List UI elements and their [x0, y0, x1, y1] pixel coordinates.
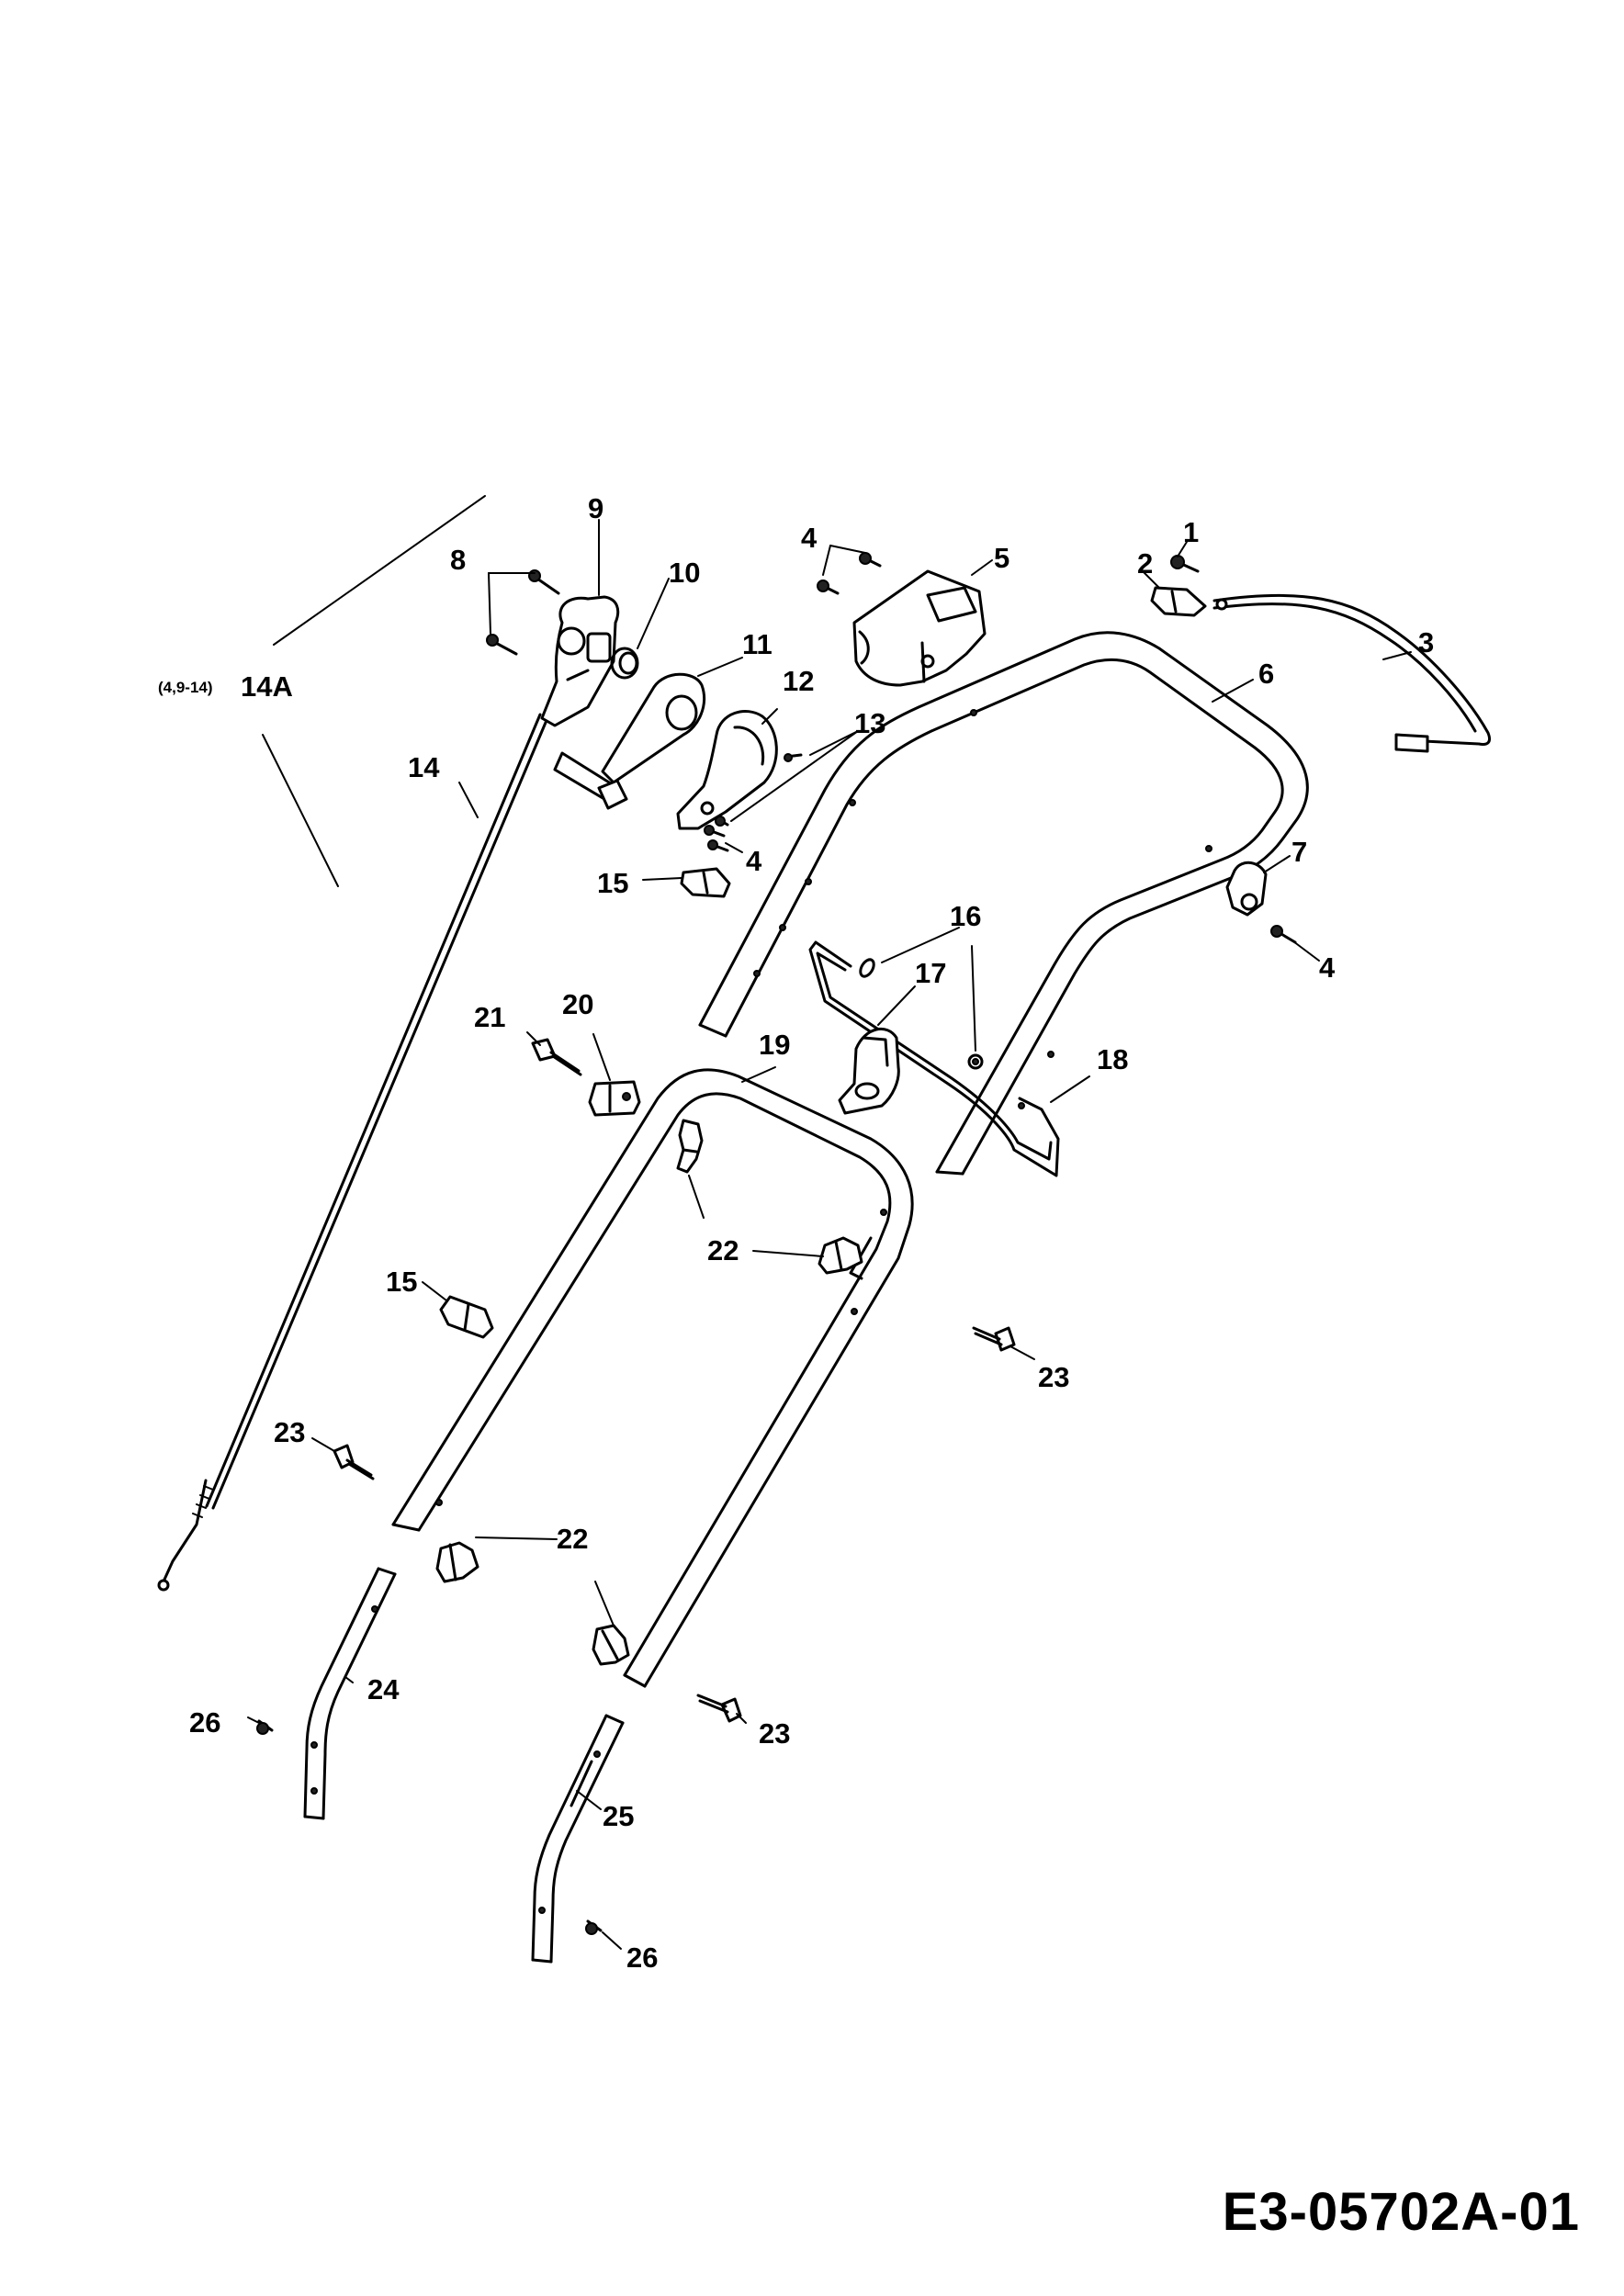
callout-9: 9 — [588, 492, 603, 524]
callout-8: 8 — [450, 544, 466, 576]
screw-8-lower — [486, 634, 518, 656]
throttle-lever — [553, 672, 706, 810]
callout-1: 1 — [1183, 516, 1199, 548]
wing-knob-right — [818, 1236, 863, 1275]
screw-26-left — [256, 1719, 274, 1735]
callout-4-lever: 4 — [746, 845, 762, 877]
figure-code: E3-05702A-01 — [1222, 2182, 1580, 2242]
callout-2: 2 — [1137, 547, 1153, 580]
screw-13-a — [784, 753, 803, 762]
callout-22-lower: 22 — [557, 1523, 588, 1555]
callout-26-left: 26 — [189, 1706, 220, 1739]
assembly-range-label: (4,9-14) — [158, 679, 213, 696]
callout-14: 14 — [408, 751, 440, 783]
callout-21: 21 — [474, 1001, 505, 1033]
callout-19: 19 — [759, 1029, 790, 1061]
callout-18: 18 — [1097, 1043, 1128, 1075]
callout-15-upper: 15 — [597, 867, 628, 899]
callout-11: 11 — [742, 628, 773, 660]
callout-16: 16 — [950, 900, 981, 932]
callout-3: 3 — [1418, 626, 1434, 658]
cable-holder — [1150, 586, 1207, 617]
screw-4-right — [1270, 925, 1297, 944]
callout-5: 5 — [994, 542, 1009, 574]
assembly-bracket-upper — [273, 495, 486, 646]
callout-25: 25 — [603, 1800, 634, 1832]
callout-13: 13 — [854, 707, 885, 739]
callout-26-lower: 26 — [626, 1941, 658, 1974]
callout-12: 12 — [783, 665, 814, 697]
callout-24: 24 — [367, 1673, 400, 1705]
callout-23-left: 23 — [274, 1416, 305, 1448]
callout-17: 17 — [915, 957, 946, 989]
handle-clamp — [1225, 861, 1268, 917]
callout-4-right: 4 — [1319, 951, 1336, 984]
washer-16-b — [967, 1053, 984, 1070]
spring — [610, 647, 639, 680]
callout-7: 7 — [1291, 836, 1307, 868]
bolt-23-lower — [696, 1694, 742, 1723]
callout-23-right: 23 — [1038, 1361, 1069, 1393]
screw-4-upper-b — [859, 552, 882, 568]
screw-4-near-lever — [704, 825, 729, 852]
lower-handle-left — [303, 1567, 397, 1820]
lever-cover — [676, 710, 778, 830]
callout-20: 20 — [562, 988, 593, 1020]
upper-handle — [698, 631, 1309, 1176]
callout-10: 10 — [669, 557, 700, 589]
bolt-21 — [531, 1038, 582, 1076]
bolt-23-right — [972, 1326, 1016, 1352]
screw-26-lower — [585, 1919, 603, 1935]
screw-13-b — [715, 816, 729, 827]
wing-knob-upper — [676, 1119, 704, 1174]
wing-knob-lower — [592, 1624, 630, 1666]
callout-labels: 1 2 3 4 5 6 7 4 8 9 10 11 12 13 4 15 14 … — [189, 492, 1434, 1974]
screw-1 — [1170, 555, 1200, 573]
assembly-id-label: 14A — [241, 670, 293, 703]
rope-guide-rod — [1212, 593, 1492, 753]
wing-knob-left — [435, 1541, 479, 1583]
clamp-block — [588, 1080, 641, 1117]
callout-4-upper: 4 — [801, 522, 818, 554]
callout-15-lower: 15 — [386, 1266, 417, 1298]
control-cable — [157, 713, 549, 1592]
lever-housing — [540, 595, 620, 727]
leader-lines — [247, 519, 1412, 1950]
callout-23-lower: 23 — [759, 1717, 790, 1750]
lower-handle-right — [531, 1714, 625, 1964]
screw-4-upper-a — [817, 580, 840, 595]
bolt-23-left — [333, 1444, 375, 1480]
switch-box — [852, 569, 987, 687]
callout-22-upper: 22 — [707, 1234, 739, 1266]
lower-handle — [391, 1068, 914, 1688]
callout-6: 6 — [1258, 658, 1274, 690]
cable-clip-lower — [439, 1295, 494, 1339]
assembly-bracket-lower — [262, 734, 339, 887]
bail-holder — [838, 1028, 900, 1115]
washer-16-a — [859, 958, 875, 978]
cable-clip-upper — [680, 867, 731, 898]
